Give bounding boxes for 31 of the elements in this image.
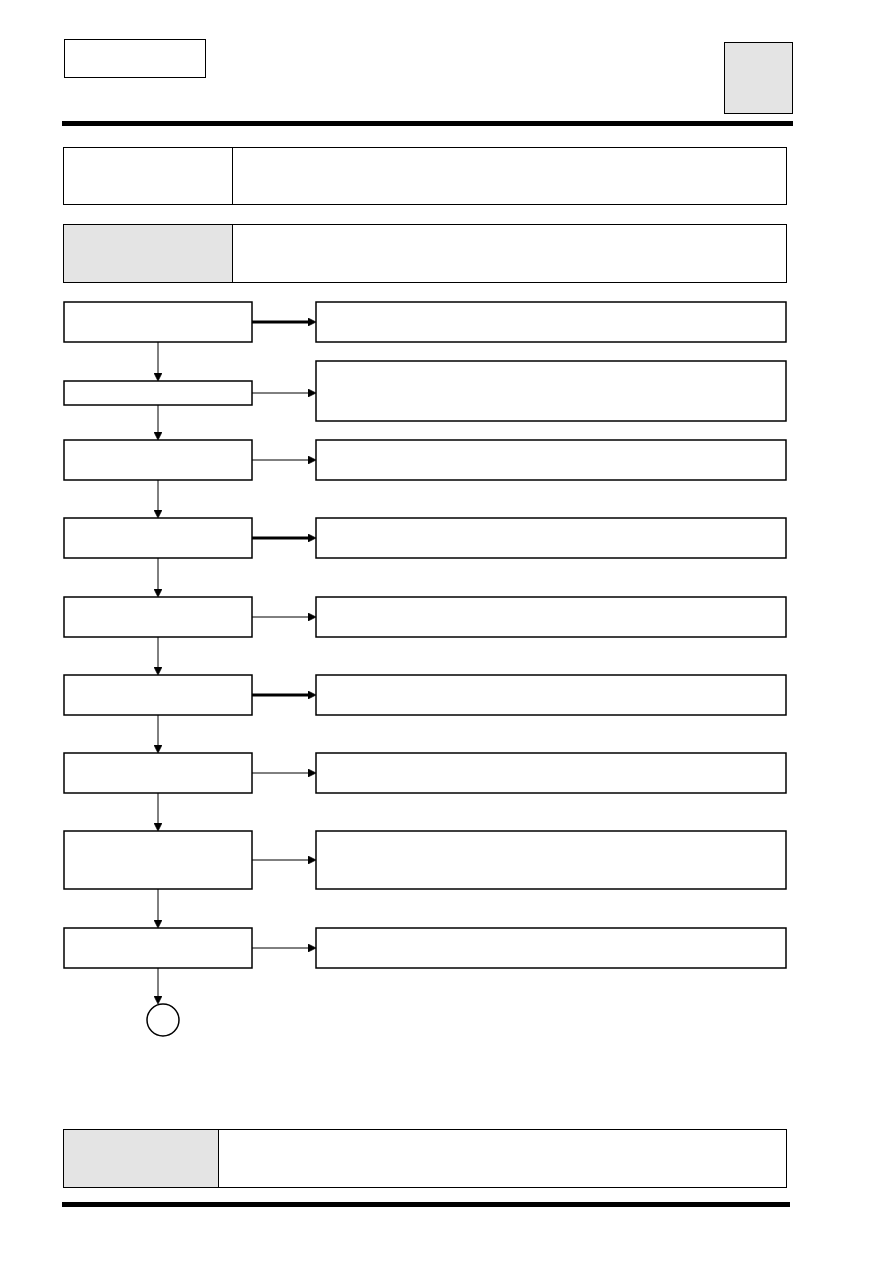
description-box	[315, 927, 787, 969]
process-box	[63, 752, 253, 794]
process-box	[63, 439, 253, 481]
arrow	[153, 557, 163, 598]
arrow	[153, 404, 163, 441]
description-box	[315, 517, 787, 559]
process-box	[63, 674, 253, 716]
arrow	[153, 479, 163, 519]
arrow	[153, 792, 163, 832]
arrow	[153, 636, 163, 676]
arrow	[153, 341, 163, 382]
process-box	[63, 380, 253, 406]
process-box	[63, 517, 253, 559]
description-box	[315, 752, 787, 794]
arrow	[252, 533, 317, 543]
process-box	[63, 830, 253, 890]
connector-circle	[146, 1003, 180, 1037]
description-box	[315, 674, 787, 716]
process-box	[63, 596, 253, 638]
arrow	[153, 967, 163, 1005]
description-box	[315, 301, 787, 343]
process-box	[63, 301, 253, 343]
arrow	[153, 714, 163, 754]
description-box	[315, 360, 787, 422]
process-box	[63, 927, 253, 969]
arrow	[252, 690, 317, 700]
arrow	[252, 317, 317, 327]
description-box	[315, 439, 787, 481]
arrow	[153, 888, 163, 929]
description-box	[315, 830, 787, 890]
description-box	[315, 596, 787, 638]
